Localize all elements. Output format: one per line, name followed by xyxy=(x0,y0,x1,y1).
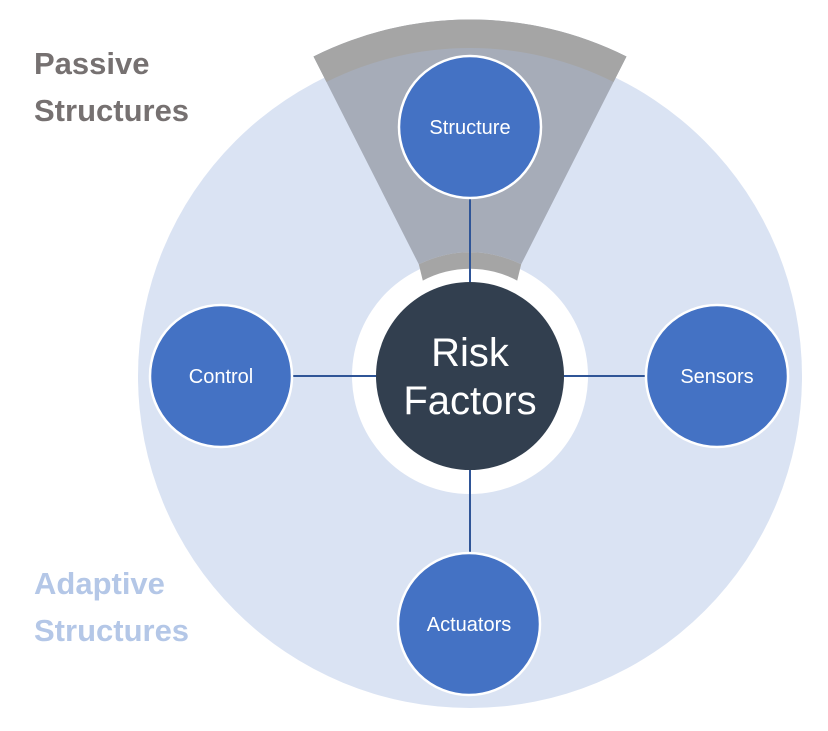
adaptive-label-line1: Adaptive xyxy=(34,566,165,601)
passive-label-line1: Passive xyxy=(34,46,150,81)
node-control-circle xyxy=(148,303,294,449)
passive-label-line2: Structures xyxy=(34,93,190,128)
center-circle xyxy=(376,282,564,470)
center-title-line1: Risk xyxy=(431,331,510,375)
passive-structures-label: Passive Structures xyxy=(34,40,189,134)
node-structure-circle xyxy=(397,54,543,200)
node-structure-label: Structure xyxy=(429,117,510,139)
node-sensors-label: Sensors xyxy=(680,366,753,388)
passive-sector-rim xyxy=(313,19,627,82)
node-control-label: Control xyxy=(189,366,253,388)
node-actuators-label: Actuators xyxy=(427,614,511,636)
adaptive-label-line2: Structures xyxy=(34,613,190,648)
adaptive-structures-label: Adaptive Structures xyxy=(34,560,189,654)
node-sensors-circle xyxy=(644,303,790,449)
node-actuators-circle xyxy=(396,551,542,697)
center-title-line2: Factors xyxy=(403,379,536,423)
